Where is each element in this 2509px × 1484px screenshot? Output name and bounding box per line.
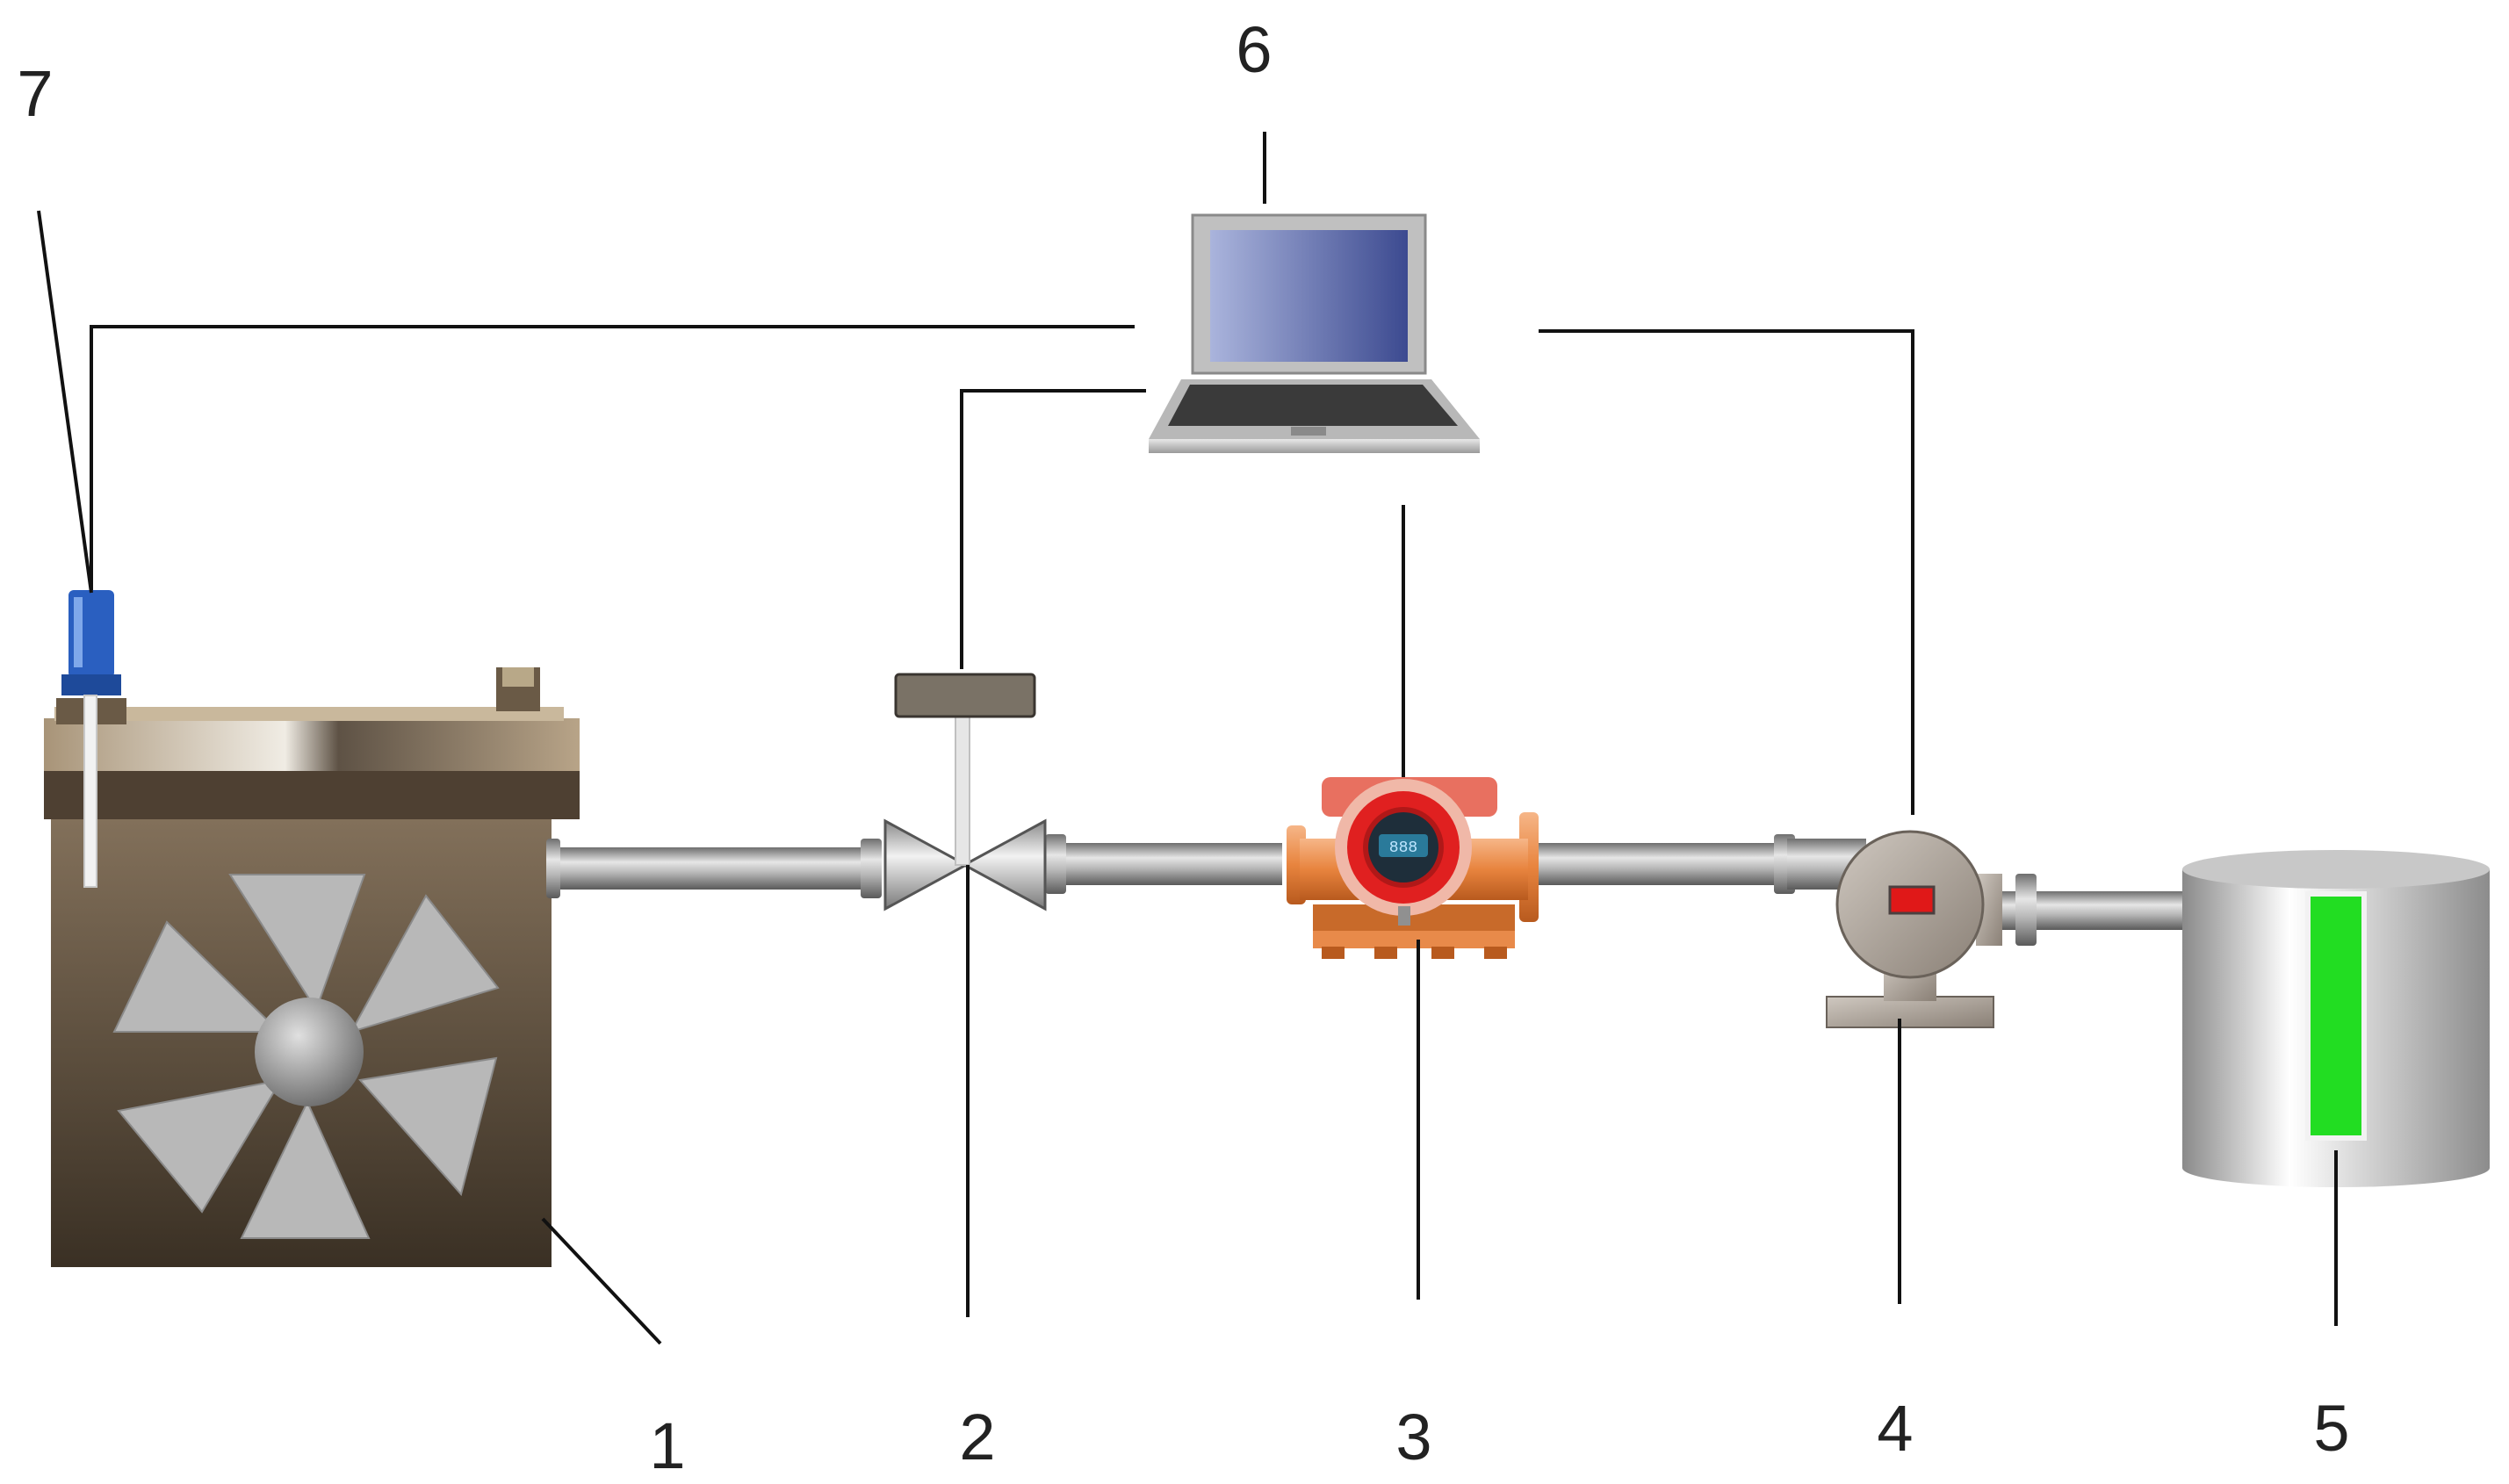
leader-line-1	[541, 1217, 662, 1345]
engine-with-fan-icon	[44, 667, 580, 1267]
fan-icon	[112, 874, 500, 1239]
tank-icon	[2182, 850, 2490, 1187]
pipeline	[546, 834, 2203, 946]
pipe-valve-to-flowmeter	[1047, 843, 1282, 885]
svg-text:888: 888	[1389, 839, 1417, 857]
wire-laptop-to-sensor	[1539, 329, 1914, 815]
leader-line-7	[37, 210, 93, 594]
flowmeter-icon: 888	[1287, 777, 1539, 959]
label-2: 2	[959, 1401, 995, 1473]
wire-laptop-to-probe	[90, 325, 1135, 590]
laptop-screen	[1210, 230, 1408, 362]
laptop-icon	[1149, 213, 1480, 453]
label-7: 7	[17, 57, 53, 130]
wire-laptop-to-valve	[960, 389, 1146, 669]
label-5: 5	[2313, 1392, 2349, 1465]
sensor-probe-icon	[56, 590, 126, 888]
label-4: 4	[1877, 1392, 1913, 1465]
tank-level-gauge	[2305, 891, 2367, 1141]
valve-actuator	[894, 673, 1036, 718]
pipe-sensor-to-tank	[1967, 891, 2195, 930]
signal-wires	[90, 325, 1914, 815]
label-6: 6	[1236, 13, 1272, 86]
leader-lines	[541, 132, 2338, 1345]
pipe-engine-to-valve	[552, 847, 876, 890]
pipe-flowmeter-to-sensor	[1532, 843, 1787, 885]
label-3: 3	[1395, 1401, 1431, 1473]
pressure-transmitter-icon	[1787, 830, 2002, 1028]
fan-hub	[255, 998, 364, 1106]
label-1: 1	[649, 1409, 685, 1482]
throttle-valve-icon	[883, 673, 1047, 911]
